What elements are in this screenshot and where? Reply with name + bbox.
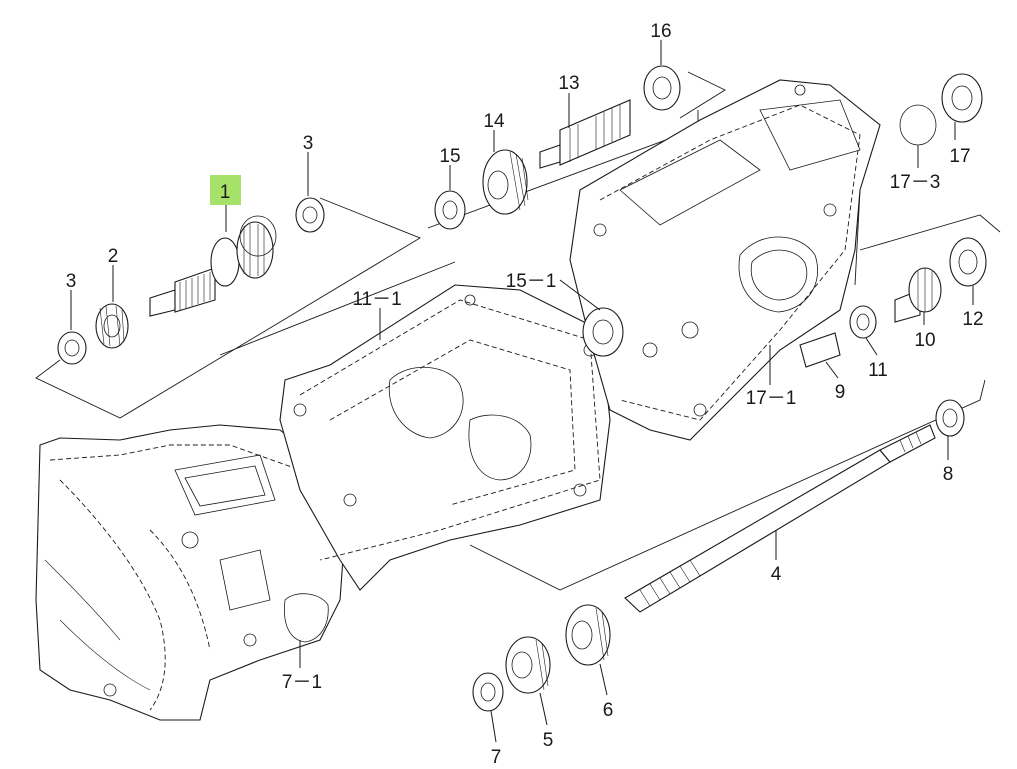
housing-11-1-guide [219, 261, 456, 356]
bearing-15-1 [582, 307, 624, 357]
input-shaft-guide [35, 197, 422, 419]
bearing-15 [434, 190, 466, 230]
bearing-11 [849, 305, 877, 339]
callout-15[interactable]: 15 [439, 146, 460, 167]
countershaft-group [434, 65, 681, 230]
bearing-7 [472, 672, 504, 712]
callout-7[interactable]: 7 [491, 747, 502, 768]
gear-6 [565, 604, 611, 666]
callout-2[interactable]: 2 [108, 246, 119, 267]
bearing-16-guide [679, 71, 726, 119]
gear-2 [95, 303, 129, 349]
mainshaft-4 [624, 449, 891, 613]
callout-14[interactable]: 14 [483, 111, 505, 132]
gear-5 [505, 636, 551, 694]
gear-14 [482, 149, 528, 215]
bearing-8 [935, 399, 965, 437]
callout-17[interactable]: 17 [949, 146, 970, 167]
bearing-12 [949, 237, 987, 287]
callout-9[interactable]: 9 [835, 382, 846, 403]
callout-11[interactable]: 11 [868, 360, 888, 381]
mainshaft-guide [469, 379, 986, 591]
callout-17-3[interactable]: 17－3 [890, 172, 941, 193]
snap-ring-17-3 [899, 104, 937, 146]
callout-10[interactable]: 10 [914, 330, 935, 351]
callout-12[interactable]: 12 [962, 309, 983, 330]
callout-5[interactable]: 5 [543, 730, 554, 751]
callout-3-left[interactable]: 3 [66, 271, 77, 292]
bearing-16 [643, 65, 681, 111]
mainshaft-group [472, 399, 965, 712]
callout-16[interactable]: 16 [650, 21, 671, 42]
callout-1-highlight [210, 175, 241, 205]
callout-7-1[interactable]: 7－1 [282, 672, 322, 693]
callout-1[interactable]: 1 [220, 182, 231, 203]
sleeve-9 [799, 332, 841, 368]
shaft-10-guide [859, 214, 1001, 251]
callout-6[interactable]: 6 [603, 700, 614, 721]
rear-shaft-group [582, 73, 987, 368]
input-shaft-group [57, 197, 325, 365]
callout-8[interactable]: 8 [943, 464, 954, 485]
callout-labels: 1 2 3 3 4 5 6 7 7－1 8 9 10 11 11－1 12 13… [66, 21, 984, 768]
middle-housing [279, 284, 611, 591]
bearing-3-left [57, 331, 87, 365]
countershaft-13 [559, 99, 631, 166]
callout-13[interactable]: 13 [558, 73, 579, 94]
callout-17-1[interactable]: 17－1 [746, 388, 797, 409]
bearing-3-right [295, 197, 325, 233]
synchro-ring [239, 215, 277, 257]
bearing-17 [941, 73, 983, 123]
rear-housing [569, 79, 881, 441]
callout-4[interactable]: 4 [771, 564, 782, 585]
leader-lines [70, 40, 974, 743]
cover-7-1-shape [283, 593, 329, 643]
callout-15-1[interactable]: 15－1 [506, 271, 557, 292]
callout-11-1[interactable]: 11－1 [352, 289, 401, 310]
clutch-housing [35, 424, 346, 721]
callout-3-right[interactable]: 3 [303, 133, 314, 154]
input-shaft-1 [174, 267, 216, 313]
